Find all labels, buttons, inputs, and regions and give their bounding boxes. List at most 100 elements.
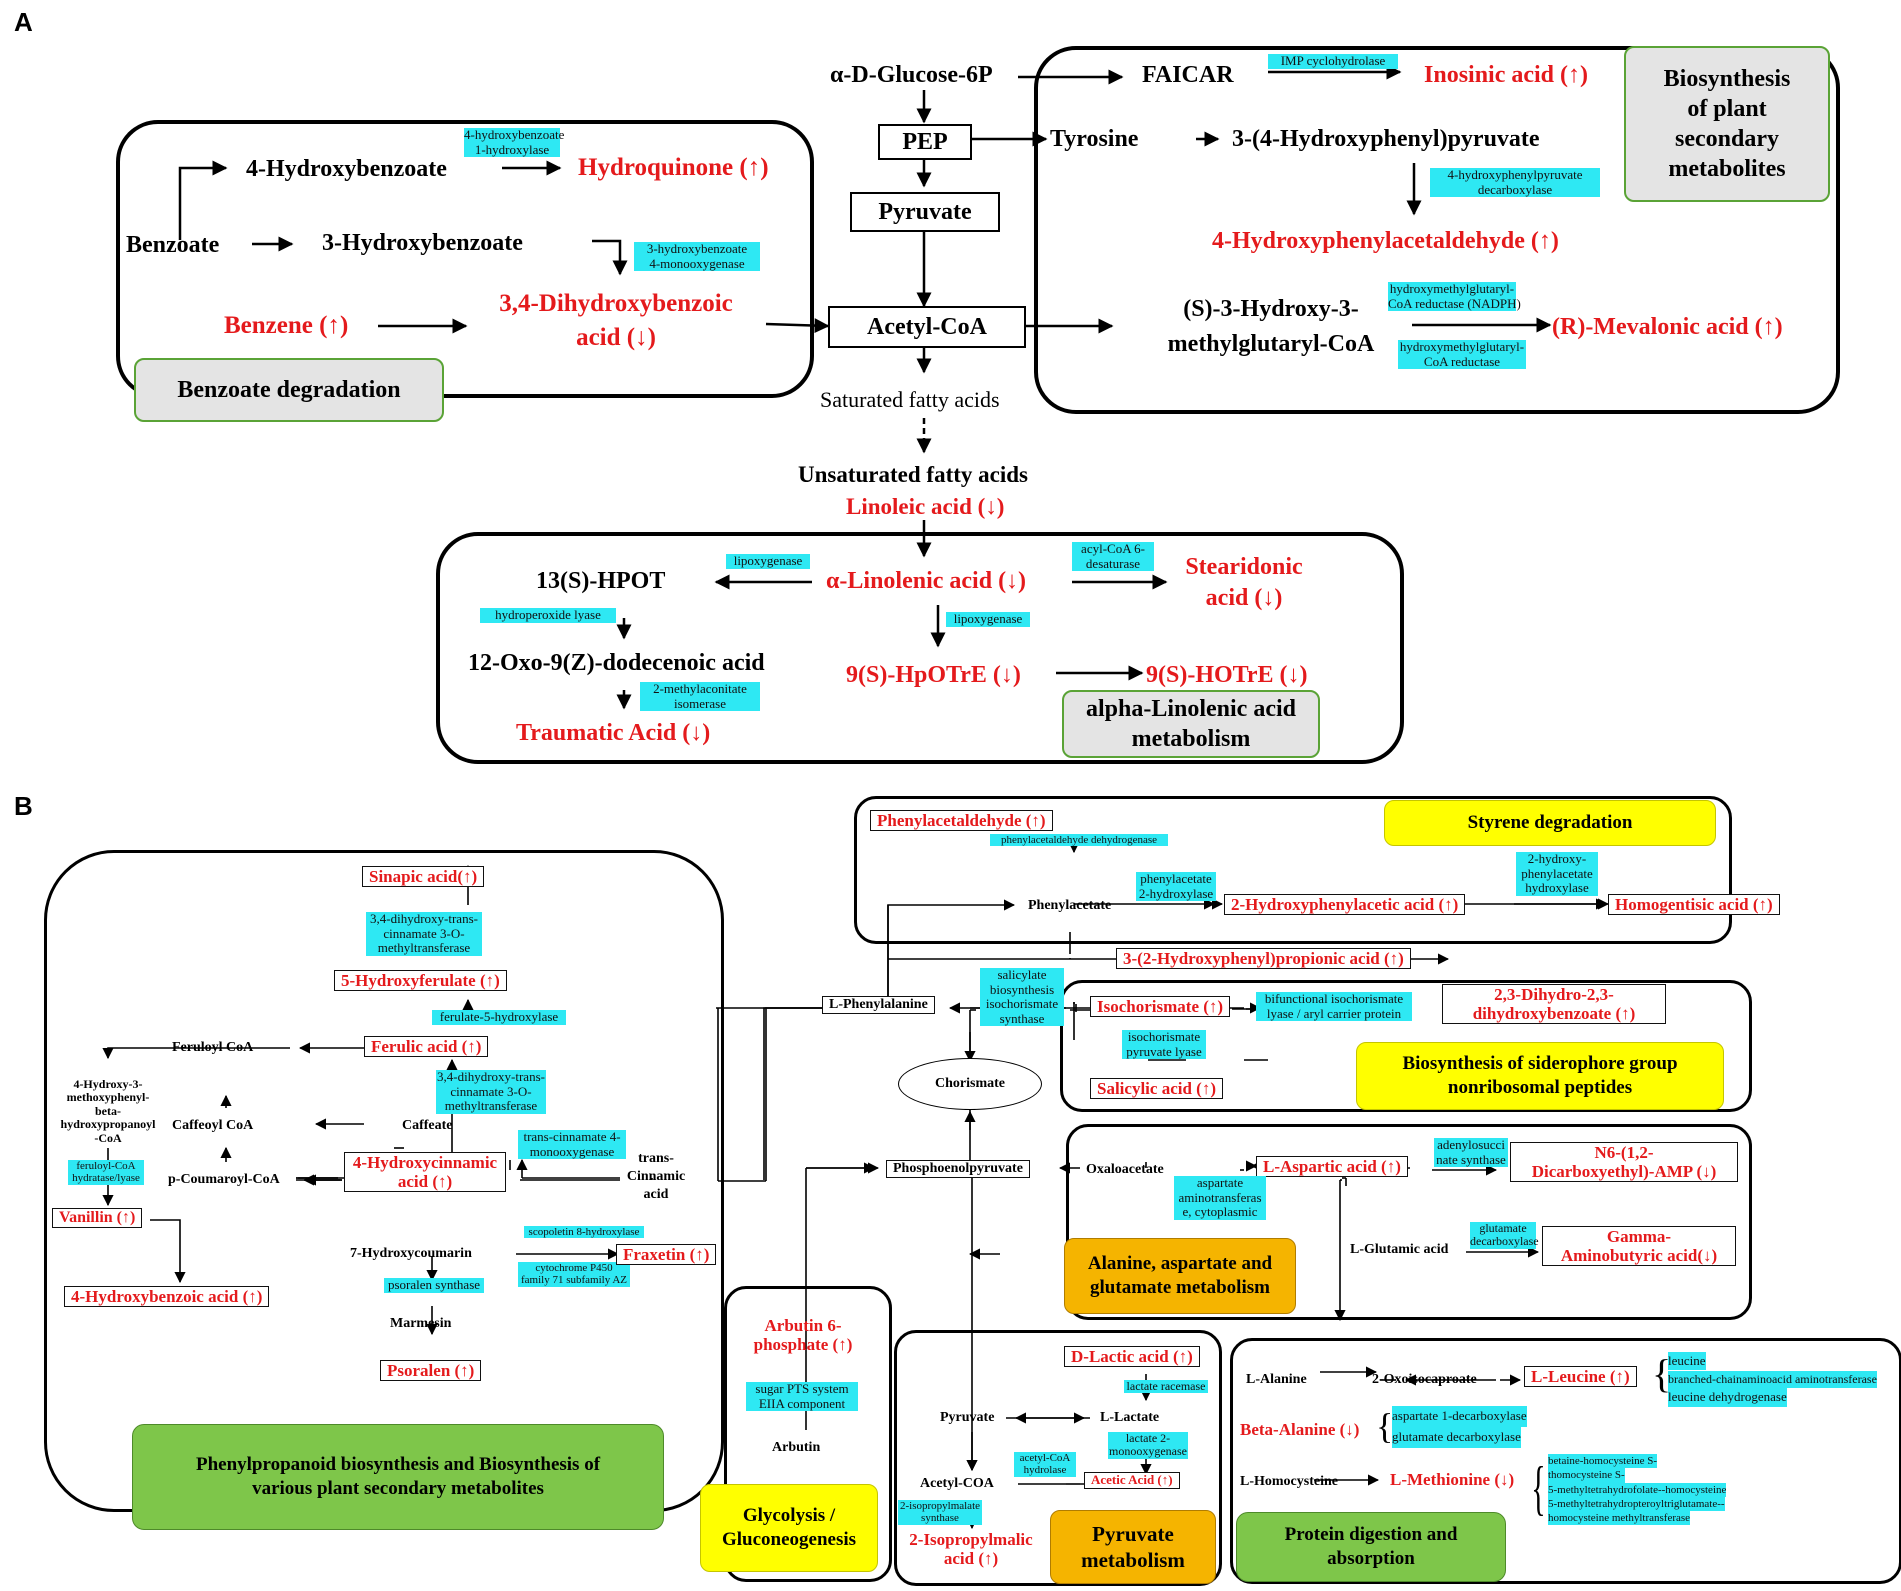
plant-secondary-group-box <box>1034 46 1840 414</box>
phosphoenolpyruvate: Phosphoenolpyruvate <box>886 1160 1030 1178</box>
arbutin: Arbutin <box>772 1440 821 1455</box>
p-coumaroyl-coa: p-Coumaroyl-CoA <box>168 1172 280 1187</box>
enzyme-hmg-coa-reductase-nadph: hydroxymethylglutaryl-CoA reductase (NAD… <box>1388 281 1521 312</box>
enzyme-psoralen-synthase: psoralen synthase <box>384 1277 484 1293</box>
saturated-fatty-acids: Saturated fatty acids <box>820 387 1000 412</box>
phenylpropanoid-label: Phenylpropanoid biosynthesis and Biosynt… <box>132 1424 664 1530</box>
leucine-brace: { <box>1652 1351 1672 1396</box>
methionine-brace: { <box>1531 1455 1546 1521</box>
faicar: FAICAR <box>1142 62 1234 88</box>
mevalonic-acid: (R)-Mevalonic acid (↑) <box>1552 314 1783 340</box>
phenylacetate: Phenylacetate <box>1028 898 1112 913</box>
enzyme-ferulate-5-hydroxylase: ferulate-5-hydroxylase <box>432 1009 566 1025</box>
linolenic-group-box <box>436 532 1404 764</box>
4-hydroxyphenylacetaldehyde: 4-Hydroxyphenylacetaldehyde (↑) <box>1212 228 1559 254</box>
glycolysis-group-box <box>724 1286 892 1582</box>
pyruvate-group-box <box>894 1330 1222 1586</box>
beta-alanine: Beta-Alanine (↓) <box>1240 1420 1360 1439</box>
unsaturated-fatty-acids: Unsaturated fatty acids <box>798 462 1028 487</box>
panel-label-b: B <box>14 791 33 821</box>
glucose-6p: α-D-Glucose-6P <box>830 62 993 88</box>
9s-hpotre: 9(S)-HpOTrE (↓) <box>846 662 1021 688</box>
marmesin: Marmesin <box>390 1316 452 1331</box>
enzyme-acyl-coa-6-desaturase: acyl-CoA 6-desaturase <box>1072 541 1154 572</box>
enzyme-lipoxygenase-2: lipoxygenase <box>946 611 1030 627</box>
2-hydroxyphenylacetic-acid: 2-Hydroxyphenylacetic acid (↑) <box>1224 894 1466 916</box>
enzyme-lactate-racemase: lactate racemase <box>1124 1379 1208 1394</box>
enzyme-hmg-coa-reductase: hydroxymethylglutaryl-CoA reductase <box>1398 339 1526 370</box>
l-leucine: L-Leucine (↑) <box>1524 1366 1637 1388</box>
linoleic-acid: Linoleic acid (↓) <box>846 494 1005 519</box>
enzyme-hydroperoxide-lyase: hydroperoxide lyase <box>480 607 616 623</box>
caffeoyl-coa: Caffeoyl CoA <box>172 1118 254 1133</box>
enzyme-comt-2: 3,4-dihydroxy-trans-cinnamate 3-O-methyl… <box>436 1069 546 1114</box>
salicylic-acid: Salicylic acid (↑) <box>1090 1078 1223 1100</box>
siderophore-group-box <box>1060 980 1752 1112</box>
alanine-group-box <box>1066 1124 1752 1320</box>
7-hydroxycoumarin: 7-Hydroxycoumarin <box>350 1246 472 1261</box>
n6-dicarboxyethyl-amp: N6-(1,2-Dicarboxyethyl)-AMP (↓) <box>1510 1142 1738 1183</box>
benzoate-group-box <box>116 120 814 398</box>
l-glutamic-acid: L-Glutamic acid <box>1350 1242 1449 1257</box>
oxaloacetate: Oxaloacetate <box>1086 1162 1164 1177</box>
enzyme-lipoxygenase-1: lipoxygenase <box>726 553 810 569</box>
l-aspartic-acid: L-Aspartic acid (↑) <box>1256 1156 1408 1178</box>
2-oxoisocaproate: 2-Oxoisocaproate <box>1372 1372 1477 1387</box>
phenylacetaldehyde: Phenylacetaldehyde (↑) <box>870 810 1053 832</box>
psoralen: Psoralen (↑) <box>380 1360 482 1382</box>
l-lactate: L-Lactate <box>1100 1410 1160 1425</box>
sinapic-acid: Sinapic acid(↑) <box>362 866 485 888</box>
pyruvate-node: Pyruvate <box>850 192 1000 232</box>
fraxetin: Fraxetin (↑) <box>616 1244 717 1266</box>
styrene-group-box <box>854 796 1732 944</box>
4-hydroxybenzoate: 4-Hydroxybenzoate <box>246 156 447 182</box>
enzyme-beta-alanine: aspartate 1-decarboxylase glutamate deca… <box>1392 1406 1552 1448</box>
styrene-degradation-label: Styrene degradation <box>1384 800 1716 846</box>
13s-hpot: 13(S)-HPOT <box>536 568 666 594</box>
3-2-hydroxyphenyl-propionic-acid: 3-(2-Hydroxyphenyl)propionic acid (↑) <box>1116 948 1411 970</box>
protein-group-box <box>1230 1338 1901 1584</box>
pep-node: PEP <box>878 124 972 160</box>
enzyme-leucine-aminotransferase: leucine branched-chainaminoacid aminotra… <box>1668 1352 1894 1407</box>
benzoate: Benzoate <box>126 232 220 258</box>
ferulic-acid: Ferulic acid (↑) <box>364 1036 489 1058</box>
homogentisic-acid: Homogentisic acid (↑) <box>1608 894 1780 916</box>
acetic-acid: Acetic Acid (↑) <box>1084 1472 1180 1489</box>
arbutin-6-phosphate: Arbutin 6-phosphate (↑) <box>753 1316 853 1355</box>
isochorismate: Isochorismate (↑) <box>1090 996 1231 1018</box>
acetyl-coa-b: Acetyl-COA <box>920 1476 994 1491</box>
l-methionine: L-Methionine (↓) <box>1390 1470 1515 1489</box>
9s-hotre: 9(S)-HOTrE (↓) <box>1146 662 1308 688</box>
panel-label-a: A <box>14 7 33 37</box>
2-3-dihydro-dihydroxybenzoate: 2,3-Dihydro-2,3-dihydroxybenzoate (↑) <box>1442 984 1666 1025</box>
hmg-coa: (S)-3-Hydroxy-3-methylglutaryl-CoA <box>1167 296 1375 357</box>
enzyme-imp-cyclohydrolase: IMP cyclohydrolase <box>1268 53 1398 69</box>
benzene: Benzene (↑) <box>224 312 349 339</box>
12-oxo-dodecenoic-acid: 12-Oxo-9(Z)-dodecenoic acid <box>468 650 765 676</box>
hydroxy-methoxyphenyl-coa: 4-Hydroxy-3-methoxyphenyl-beta-hydroxypr… <box>60 1077 156 1145</box>
